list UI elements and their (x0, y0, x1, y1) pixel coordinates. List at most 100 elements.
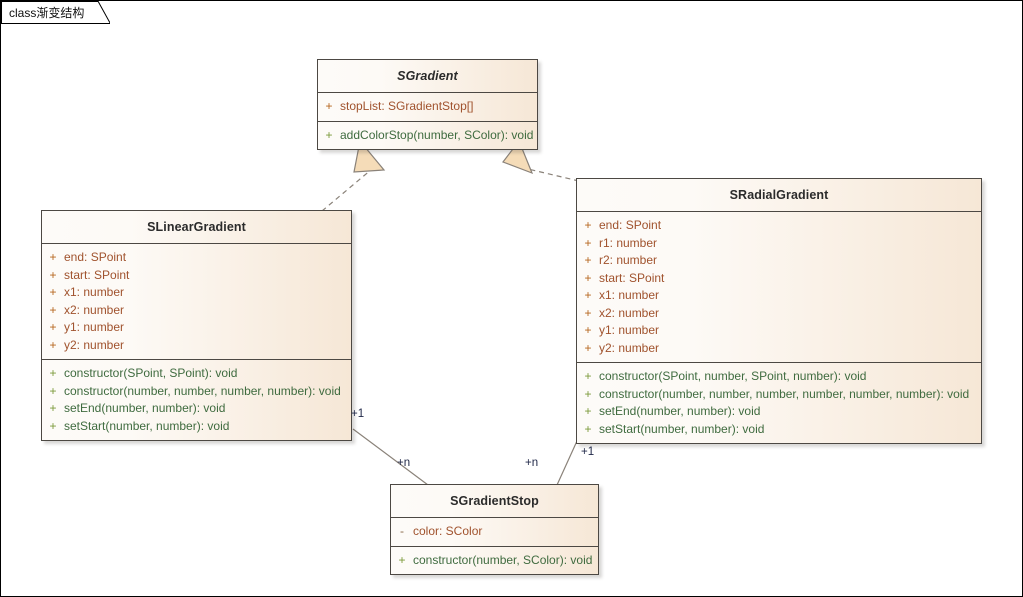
attribute-row: + end: SPoint (577, 217, 981, 235)
visibility-marker: + (398, 552, 406, 567)
attributes-section: + stopList: SGradientStop[] (318, 93, 537, 121)
method-row: + setStart(number, number): void (577, 421, 981, 439)
method-label: setEnd(number, number): void (64, 401, 226, 415)
visibility-marker: + (584, 404, 592, 418)
method-row: + constructor(number, SColor): void (391, 552, 598, 570)
attribute-label: stopList: SGradientStop[] (340, 99, 474, 113)
visibility-marker: + (49, 250, 57, 264)
visibility-marker: + (49, 285, 57, 299)
attribute-row: + y2: number (42, 337, 351, 355)
attribute-label: y1: number (64, 320, 125, 334)
visibility-marker: + (584, 369, 592, 383)
methods-section: + constructor(SPoint, SPoint): void + co… (42, 359, 351, 440)
attribute-label: y1: number (599, 323, 660, 337)
visibility-marker: + (584, 270, 592, 285)
visibility-marker: + (584, 305, 592, 320)
multiplicity-radial-one: +1 (581, 446, 595, 458)
attribute-row: + start: SPoint (42, 267, 351, 285)
visibility-marker: + (49, 267, 57, 282)
method-label: constructor(number, SColor): void (413, 552, 593, 567)
visibility-marker: + (584, 235, 592, 250)
attribute-label: x1: number (64, 285, 125, 299)
attribute-label: x2: number (599, 305, 660, 320)
attribute-row: + y1: number (42, 319, 351, 337)
class-box-sgradientstop[interactable]: SGradientStop - color: SColor + construc… (390, 484, 599, 575)
attribute-label: y2: number (599, 340, 660, 355)
method-row: + setEnd(number, number): void (42, 400, 351, 418)
visibility-marker: + (325, 127, 333, 142)
class-box-sradialgradient[interactable]: SRadialGradient + end: SPoint + r1: numb… (576, 178, 982, 444)
visibility-marker: + (49, 302, 57, 317)
visibility-marker: + (49, 401, 57, 415)
methods-section: + constructor(number, SColor): void (391, 545, 598, 575)
visibility-marker: + (584, 288, 592, 302)
visibility-marker: + (49, 418, 57, 433)
attribute-label: r1: number (599, 235, 658, 250)
method-row: + constructor(SPoint, SPoint): void (42, 365, 351, 383)
diagram-title-label: class渐变结构 (9, 6, 85, 20)
method-label: constructor(number, number, number, numb… (64, 383, 341, 398)
method-label: setStart(number, number): void (64, 418, 230, 433)
attribute-row: + y1: number (577, 322, 981, 340)
attribute-label: start: SPoint (64, 267, 130, 282)
methods-section: + constructor(SPoint, number, SPoint, nu… (577, 362, 981, 443)
attribute-row: + stopList: SGradientStop[] (318, 98, 537, 116)
attribute-row: + x2: number (577, 305, 981, 323)
association-radialgradient-to-gradientstop (556, 440, 578, 486)
multiplicity-linear-one: +1 (351, 408, 365, 420)
visibility-marker: + (584, 421, 592, 436)
attribute-label: x1: number (599, 288, 660, 302)
class-name-slineargradient: SLinearGradient (42, 211, 351, 244)
method-row: + constructor(number, number, number, nu… (577, 386, 981, 404)
attributes-section: + end: SPoint + start: SPoint + x1: numb… (42, 244, 351, 359)
attributes-section: + end: SPoint + r1: number + r2: number … (577, 212, 981, 362)
attribute-label: color: SColor (413, 524, 483, 538)
attribute-label: end: SPoint (599, 218, 662, 232)
attribute-row: + end: SPoint (42, 249, 351, 267)
visibility-marker: + (49, 320, 57, 334)
attribute-row: + y2: number (577, 340, 981, 358)
attribute-row: + r1: number (577, 235, 981, 253)
diagram-title-tab: class渐变结构 (1, 1, 111, 24)
method-row: + constructor(SPoint, number, SPoint, nu… (577, 368, 981, 386)
generalization-lineargradient-to-sgradient (321, 139, 386, 212)
class-name-sgradient: SGradient (318, 60, 537, 93)
method-label: constructor(SPoint, SPoint): void (64, 366, 238, 380)
multiplicity-linear-many: +n (397, 457, 411, 469)
attribute-label: end: SPoint (64, 250, 127, 264)
multiplicity-radial-many: +n (525, 457, 539, 469)
class-name-sgradientstop: SGradientStop (391, 485, 598, 518)
method-label: constructor(SPoint, number, SPoint, numb… (599, 369, 867, 383)
attribute-row: + x1: number (577, 287, 981, 305)
attributes-section: - color: SColor (391, 518, 598, 546)
attribute-label: x2: number (64, 302, 125, 317)
attribute-row: + r2: number (577, 252, 981, 270)
attribute-label: r2: number (599, 253, 658, 267)
method-label: setStart(number, number): void (599, 421, 765, 436)
attribute-row: - color: SColor (391, 523, 598, 541)
method-row: + setStart(number, number): void (42, 418, 351, 436)
attribute-row: + start: SPoint (577, 270, 981, 288)
attribute-row: + x1: number (42, 284, 351, 302)
method-label: setEnd(number, number): void (599, 404, 761, 418)
visibility-marker: + (584, 386, 592, 401)
visibility-marker: + (584, 253, 592, 267)
method-row: + constructor(number, number, number, nu… (42, 383, 351, 401)
methods-section: + addColorStop(number, SColor): void (318, 120, 537, 150)
visibility-marker: + (49, 383, 57, 398)
class-box-slineargradient[interactable]: SLinearGradient + end: SPoint + start: S… (41, 210, 352, 441)
association-lineargradient-to-gradientstop (352, 428, 429, 486)
class-name-sradialgradient: SRadialGradient (577, 179, 981, 212)
method-label: constructor(number, number, number, numb… (599, 386, 970, 401)
attribute-row: + x2: number (42, 302, 351, 320)
class-box-sgradient[interactable]: SGradient + stopList: SGradientStop[] + … (317, 59, 538, 150)
attribute-label: y2: number (64, 337, 125, 352)
method-label: addColorStop(number, SColor): void (340, 127, 534, 142)
method-row: + setEnd(number, number): void (577, 403, 981, 421)
visibility-marker: + (584, 340, 592, 355)
visibility-marker: + (584, 323, 592, 337)
method-row: + addColorStop(number, SColor): void (318, 127, 537, 145)
attribute-label: start: SPoint (599, 270, 665, 285)
visibility-marker: + (325, 99, 333, 113)
